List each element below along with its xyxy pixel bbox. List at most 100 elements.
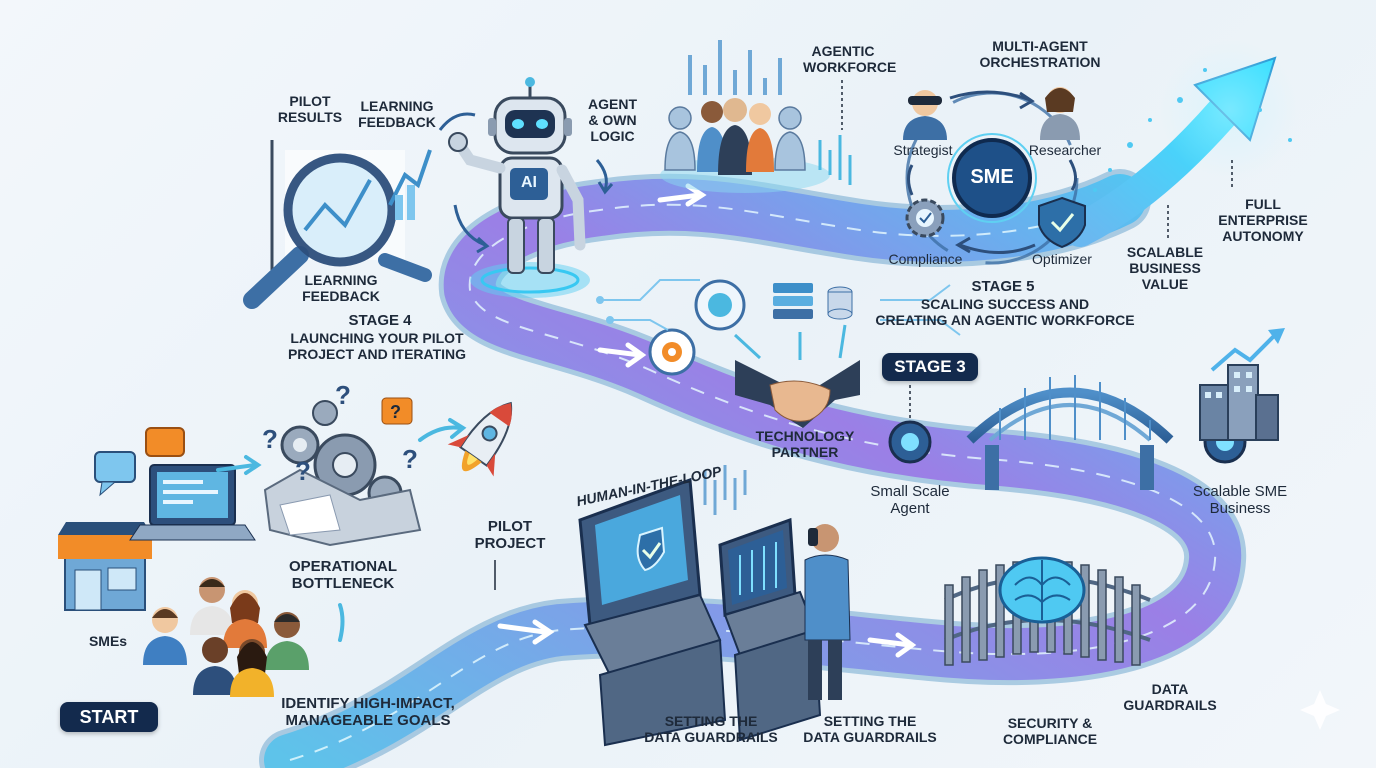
smes-people-group <box>143 577 309 697</box>
value-line2: BUSINESS <box>1129 260 1201 277</box>
learning-top-line2: FEEDBACK <box>358 114 436 131</box>
gears-bottleneck-icon <box>263 400 422 547</box>
researcher-text: Researcher <box>1028 142 1102 158</box>
small-line2: Agent <box>890 500 930 518</box>
svg-text:?: ? <box>295 456 311 486</box>
tech-line2: PARTNER <box>771 444 839 461</box>
question-bubble-icon <box>381 397 413 425</box>
guardrails-a-line2: DATA GUARDRAILS <box>644 729 778 746</box>
question-mark-icons: ? ? ? ? <box>262 380 418 486</box>
smes-text: SMEs <box>88 633 128 649</box>
security-line1: SECURITY & <box>1007 715 1093 731</box>
agentic-workforce-group <box>660 40 830 193</box>
laptop-icon <box>129 464 256 541</box>
compliance-text: Compliance <box>888 251 963 267</box>
tech-line1: TECHNOLOGY <box>755 428 855 444</box>
learning-top-line1: LEARNING <box>360 98 434 114</box>
data-guardrails-line2: GUARDRAILS <box>1123 697 1217 714</box>
scalable-sme-label: Scalable SME Business <box>1175 483 1305 518</box>
stage1-arrows <box>216 418 467 642</box>
layers-stack-icon <box>773 283 813 319</box>
value-line1: SCALABLE <box>1126 244 1204 260</box>
operator-person-icon <box>804 524 851 700</box>
researcher-avatar-icon <box>1040 87 1080 140</box>
sme-center-label: SME <box>960 166 1024 189</box>
bar-pulses <box>818 135 852 185</box>
handshake-icon <box>735 360 860 428</box>
stage3-text: STAGE 3 <box>894 357 966 376</box>
bridge-node-left-icon <box>888 420 932 464</box>
cloud-tool-icon <box>694 279 746 331</box>
start-badge: START <box>60 702 158 732</box>
agent-line2: & OWN <box>588 112 637 129</box>
autonomy-line3: AUTONOMY <box>1222 228 1304 245</box>
small-scale-agent-label: Small Scale Agent <box>855 483 965 518</box>
scalable-line1: Scalable SME <box>1192 483 1288 500</box>
question-bubble-glyph: ? <box>390 402 401 422</box>
full-autonomy-label: FULL ENTERPRISE AUTONOMY <box>1208 196 1318 244</box>
agent-line1: AGENT <box>588 96 637 112</box>
pilot-results-line1: PILOT <box>289 93 331 109</box>
agent-cycle-arrows <box>438 112 614 254</box>
guardrails-a-line1: SETTING THE <box>664 713 758 729</box>
circuit-lines <box>596 279 961 336</box>
brain-icon <box>998 556 1086 624</box>
optimizer-label: Optimizer <box>1022 251 1102 267</box>
learning-feedback-top-label: LEARNING FEEDBACK <box>352 98 442 130</box>
sparkle-particles <box>1093 68 1292 192</box>
stage5-title-text: STAGE 5 <box>971 278 1035 295</box>
decorative-sparkle-icon <box>1300 690 1340 730</box>
security-line2: COMPLIANCE <box>1002 731 1098 748</box>
value-line3: VALUE <box>1141 276 1189 293</box>
robot-ai-text: AI <box>521 174 537 191</box>
scalable-value-label: SCALABLE BUSINESS VALUE <box>1120 244 1210 292</box>
agent-logic-label: AGENT & OWN LOGIC <box>580 96 645 144</box>
workforce-line1: AGENTIC <box>811 43 875 59</box>
rocket-icon <box>447 401 513 477</box>
connection-arrows <box>733 324 847 360</box>
small-line1: Small Scale <box>870 483 950 500</box>
pilot-project-label: PILOT PROJECT <box>465 518 555 553</box>
robot-ai-badge: AI <box>510 174 548 192</box>
stage5-subtitle-line2: CREATING AN AGENTIC WORKFORCE <box>875 312 1135 329</box>
autonomy-line1: FULL <box>1245 196 1281 212</box>
goals-line1: IDENTIFY HIGH-IMPACT, <box>281 695 455 712</box>
svg-text:?: ? <box>335 380 351 410</box>
guardrails-label-a: SETTING THE DATA GUARDRAILS <box>636 713 786 745</box>
robot-icon <box>448 77 590 298</box>
pilot-results-label: PILOT RESULTS <box>270 93 350 125</box>
agent-line3: LOGIC <box>590 128 635 145</box>
guardrails-label-b: SETTING THE DATA GUARDRAILS <box>795 713 945 745</box>
compliance-label: Compliance <box>878 251 973 267</box>
stage5-subtitle: SCALING SUCCESS AND CREATING AN AGENTIC … <box>860 296 1150 328</box>
database-icon <box>827 286 853 320</box>
growth-arrow-icon <box>1063 40 1300 247</box>
agentic-workforce-label: AGENTIC WORKFORCE <box>803 43 896 75</box>
learning-feedback-bottom-label: LEARNING FEEDBACK <box>296 272 386 304</box>
stage4-subtitle: LAUNCHING YOUR PILOT PROJECT AND ITERATI… <box>262 330 492 362</box>
stage4-subtitle-line1: LAUNCHING YOUR PILOT <box>290 330 464 346</box>
pilot-project-line1: PILOT <box>487 518 533 535</box>
magnifier-chart-icon <box>243 140 432 309</box>
stage3-badge: STAGE 3 <box>882 353 978 381</box>
svg-text:?: ? <box>262 424 278 454</box>
learning-bottom-line2: FEEDBACK <box>302 288 380 305</box>
start-label: START <box>79 707 139 727</box>
stage4-title-text: STAGE 4 <box>348 312 412 329</box>
security-compliance-label: SECURITY & COMPLIANCE <box>985 715 1115 747</box>
equalizer-bars-icon <box>703 465 747 515</box>
strategist-avatar-icon <box>903 90 947 140</box>
smes-label: SMEs <box>78 633 138 649</box>
stage5-subtitle-line1: SCALING SUCCESS AND <box>920 296 1090 312</box>
bridge-icon <box>910 375 1225 490</box>
strategist-label: Strategist <box>882 142 964 158</box>
orch-line2: ORCHESTRATION <box>979 54 1101 71</box>
optimizer-shield-icon <box>1038 196 1086 249</box>
guardrail-computer-icon <box>578 477 727 747</box>
settings-gear-icon <box>648 328 696 376</box>
guardrails-b-line1: SETTING THE <box>823 713 917 729</box>
autonomy-line2: ENTERPRISE <box>1218 212 1308 229</box>
technology-partner-label: TECHNOLOGY PARTNER <box>740 428 870 460</box>
stage4-title: STAGE 4 <box>325 312 435 329</box>
